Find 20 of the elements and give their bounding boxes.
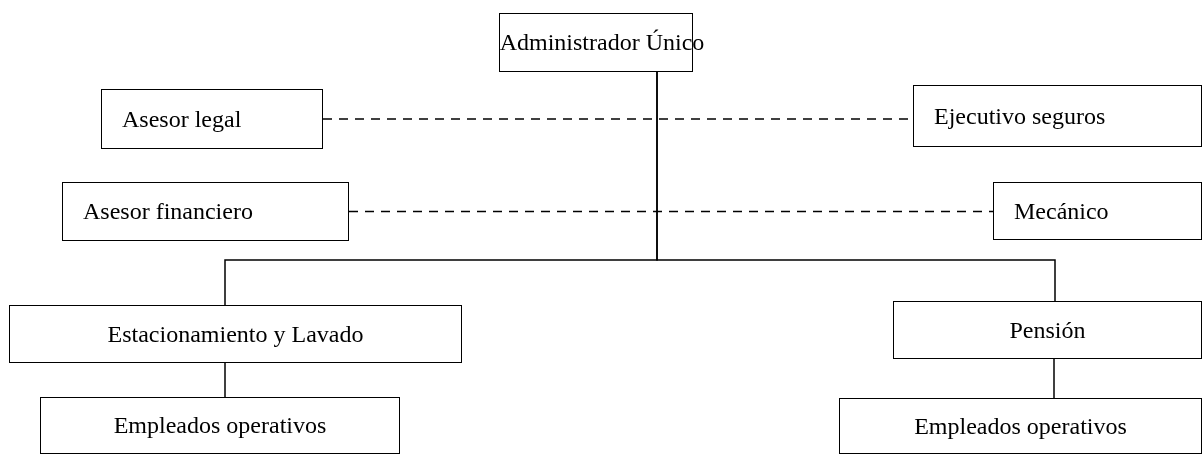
org-box bbox=[993, 182, 1202, 240]
box-label: Asesor financiero bbox=[83, 198, 253, 225]
org-box bbox=[839, 398, 1202, 454]
org-box bbox=[9, 305, 462, 363]
org-box bbox=[62, 182, 349, 241]
box-label: Pensión bbox=[1009, 316, 1086, 344]
box-label: Empleados operativos bbox=[113, 412, 327, 439]
org-box bbox=[101, 89, 323, 149]
box-label: Empleados operativos bbox=[914, 412, 1127, 440]
connector-line bbox=[224, 362, 226, 398]
box-label: Ejecutivo seguros bbox=[934, 102, 1106, 130]
connector-line bbox=[1053, 358, 1055, 399]
dashed-connector bbox=[348, 210, 994, 213]
box-label: Asesor legal bbox=[122, 105, 242, 133]
box-label: Mecánico bbox=[1014, 197, 1109, 225]
box-label: Estacionamiento y Lavado bbox=[107, 320, 364, 348]
org-box bbox=[40, 397, 400, 454]
org-box bbox=[913, 85, 1202, 147]
connector-line bbox=[656, 71, 1056, 302]
org-box bbox=[893, 301, 1202, 359]
